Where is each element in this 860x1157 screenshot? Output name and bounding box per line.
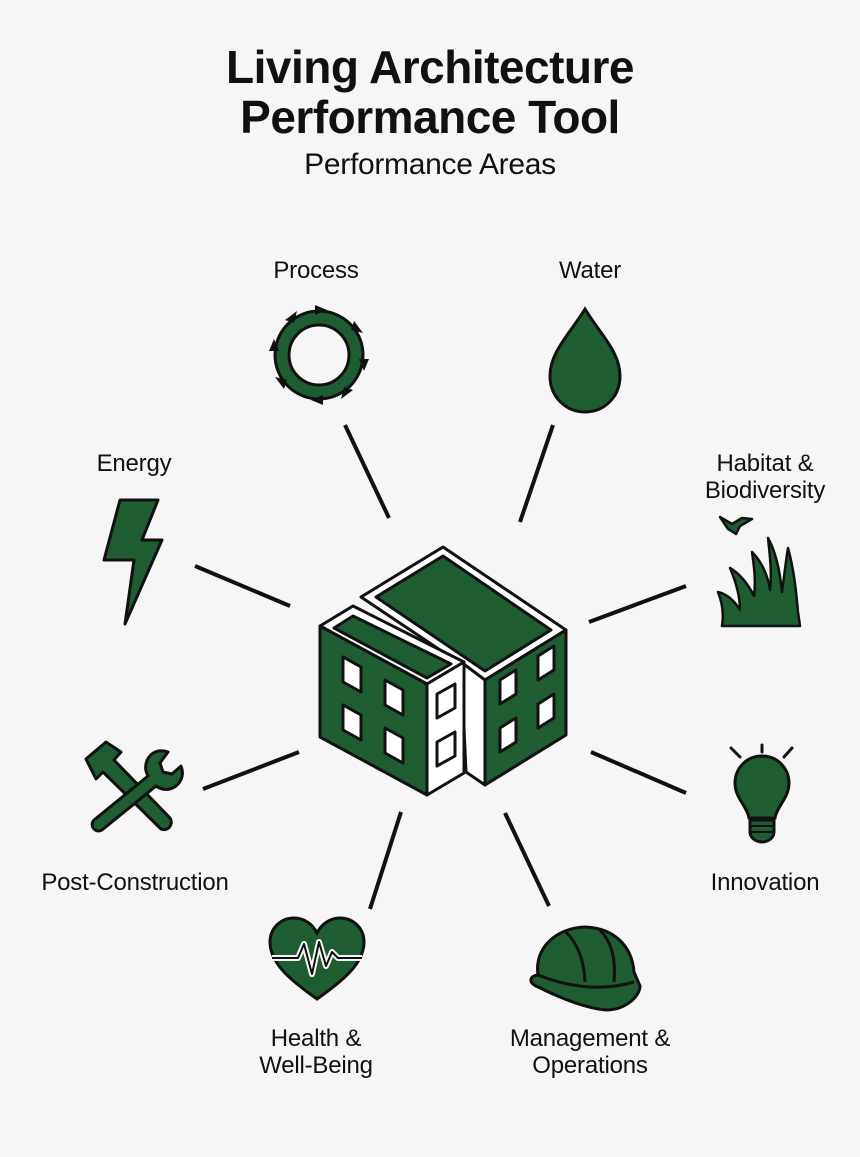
connector-lines — [194, 424, 687, 910]
connector-innovation — [590, 750, 687, 795]
bird-grass-icon — [716, 515, 802, 628]
connector-habitat — [588, 584, 687, 624]
label-management-line2: Operations — [532, 1052, 648, 1079]
label-habitat-line1: Habitat & — [716, 450, 814, 477]
lightning-bolt-icon — [102, 498, 164, 626]
connector-management — [503, 812, 551, 907]
label-post-construction-text: Post-Construction — [41, 869, 229, 896]
title-line-2: Performance Tool — [240, 91, 620, 143]
water-drop-icon — [548, 306, 622, 414]
hard-hat-icon — [529, 925, 642, 1012]
label-health-line1: Health & — [270, 1025, 362, 1052]
label-water-text: Water — [558, 257, 622, 284]
label-innovation-text: Innovation — [710, 869, 820, 896]
building-icon — [318, 545, 568, 797]
label-process: Process — [256, 257, 376, 284]
label-habitat-line2: Biodiversity — [704, 477, 826, 504]
label-innovation: Innovation — [690, 869, 840, 896]
connector-post-construction — [202, 750, 300, 791]
title-line-1: Living Architecture — [226, 41, 634, 93]
label-management-line1: Management & — [509, 1025, 671, 1052]
label-health-line2: Well-Being — [259, 1052, 373, 1079]
label-post-construction: Post-Construction — [20, 869, 250, 896]
hammer-wrench-icon — [84, 740, 184, 833]
connector-process — [343, 424, 391, 519]
cycle-arrows-icon — [269, 305, 369, 405]
lightbulb-icon — [729, 743, 794, 844]
label-energy: Energy — [74, 450, 194, 477]
connector-water — [518, 424, 555, 523]
connector-energy — [194, 564, 291, 608]
label-water: Water — [530, 257, 650, 284]
connector-health — [368, 811, 403, 910]
label-process-text: Process — [273, 257, 359, 284]
subtitle: Performance Areas — [304, 148, 556, 181]
heart-pulse-icon — [268, 916, 366, 1001]
label-management: Management & Operations — [490, 1025, 690, 1079]
label-health: Health & Well-Being — [236, 1025, 396, 1079]
label-energy-text: Energy — [96, 450, 172, 477]
label-habitat: Habitat & Biodiversity — [690, 450, 840, 504]
